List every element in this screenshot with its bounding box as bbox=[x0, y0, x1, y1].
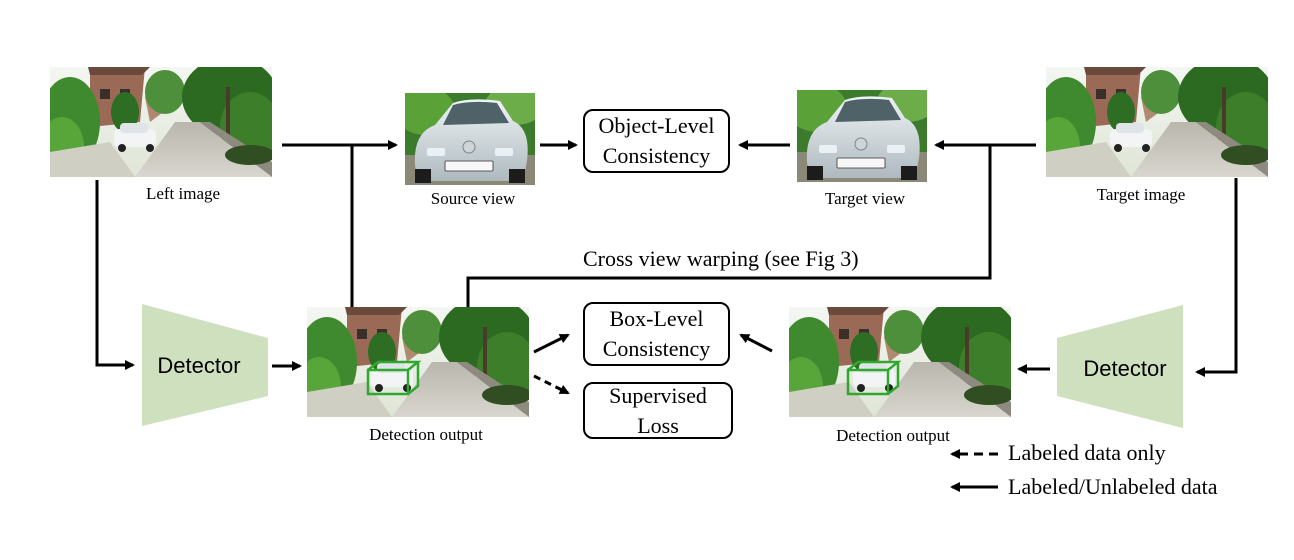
target-image-caption: Target image bbox=[1096, 185, 1186, 204]
source-view-image bbox=[405, 93, 535, 185]
detector-left-shape bbox=[142, 304, 268, 426]
target-view-image bbox=[797, 90, 927, 182]
supervised-line2: Loss bbox=[637, 412, 679, 438]
object-level-consistency-box: Object-Level Consistency bbox=[583, 109, 730, 173]
left-image bbox=[50, 67, 272, 177]
target-image bbox=[1046, 67, 1268, 177]
supervised-loss-box: Supervised Loss bbox=[583, 382, 733, 439]
detector-right-shape bbox=[1057, 305, 1183, 428]
legend-dashed-label: Labeled data only bbox=[1008, 440, 1166, 465]
detection-output-right-caption: Detection output bbox=[836, 426, 950, 445]
detection-output-left-image bbox=[307, 307, 529, 417]
arrow-target-to-detector bbox=[1195, 178, 1238, 377]
object-level-line2: Consistency bbox=[602, 143, 711, 168]
cross-view-warping-label: Cross view warping (see Fig 3) bbox=[583, 246, 859, 271]
line-cross-view-warping bbox=[466, 145, 992, 307]
object-level-line1: Object-Level bbox=[598, 113, 715, 138]
arrow-output-to-supervised bbox=[533, 374, 570, 395]
detector-right-label: Detector bbox=[1083, 356, 1167, 381]
bbox-right bbox=[846, 360, 902, 396]
target-view-caption: Target view bbox=[824, 189, 906, 208]
detector-left-label: Detector bbox=[157, 353, 241, 378]
legend-solid-label: Labeled/Unlabeled data bbox=[1008, 474, 1218, 499]
bbox-left bbox=[366, 360, 422, 396]
left-image-caption: Left image bbox=[145, 184, 221, 203]
box-level-consistency-box: Box-Level Consistency bbox=[583, 302, 730, 366]
supervised-line1: Supervised bbox=[609, 382, 707, 408]
detection-output-left-caption: Detection output bbox=[369, 425, 483, 444]
box-level-line2: Consistency bbox=[602, 336, 711, 361]
arrow-right-output-to-box bbox=[739, 333, 773, 353]
arrow-left-to-detector bbox=[95, 180, 135, 370]
detection-output-right-image bbox=[789, 307, 1011, 417]
arrow-output-to-box bbox=[533, 333, 570, 354]
box-level-line1: Box-Level bbox=[609, 306, 704, 331]
source-view-caption: Source view bbox=[430, 189, 516, 208]
